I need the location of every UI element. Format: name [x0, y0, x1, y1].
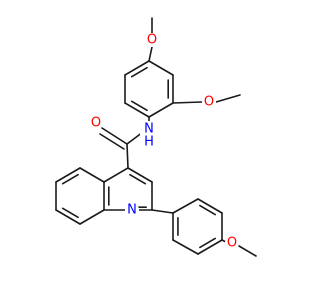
atom-n-amide: N H: [140, 121, 158, 150]
atom-label-o-top-methoxy: O: [147, 33, 157, 48]
upper-ring-bond-3: [124, 102, 150, 118]
atom-label-o-ortho-methoxy: O: [204, 95, 214, 110]
bond-group: [55, 17, 257, 257]
upper-ring-bond-5: [124, 60, 150, 76]
atom-label-o-para-methoxy: O: [227, 236, 237, 251]
atom-label-n-amide-hydrogen: H: [144, 135, 154, 150]
atom-o-top-methoxy: O: [145, 33, 159, 48]
benzo-bond-4: [79, 209, 105, 225]
pyr-bond-0: [127, 167, 153, 183]
atom-o-carbonyl: O: [89, 116, 103, 131]
atom-n-quinoline: N: [125, 203, 139, 218]
lower-ring-bond-1: [197, 198, 223, 214]
pyr-double-0: [129, 173, 147, 185]
bond-o-ch3-ortho: [215, 94, 241, 103]
upper-ring-double-5: [130, 66, 148, 78]
atom-o-para-methoxy: O: [225, 236, 239, 251]
molecule-structure: O O N H O N O: [55, 17, 257, 257]
upper-ring-double-3: [130, 100, 148, 112]
lower-ring-double-3: [199, 237, 217, 249]
lower-ring-bond-3: [197, 239, 223, 255]
bond-quinoline-phenyl: [151, 209, 174, 214]
benzo-bond-0: [79, 167, 105, 183]
benzo-bond-1: [55, 167, 81, 183]
bond-o-ch3-para: [238, 245, 257, 257]
atom-o-ortho-methoxy: O: [202, 95, 216, 110]
upper-ring-bond-0: [148, 60, 174, 76]
bond-c-o-ortho: [172, 101, 203, 104]
bond-c-o-top: [148, 46, 153, 62]
bond-carbonyl-quinoline: [126, 143, 129, 169]
atom-label-n-amide: N: [144, 122, 154, 137]
bond-c-o-carbonyl: [101, 127, 128, 145]
pyr-bond-5: [103, 167, 129, 183]
lower-ring-bond-0: [172, 198, 199, 214]
benzo-double-3: [61, 207, 79, 219]
lower-ring-bond-4: [172, 239, 199, 255]
benzo-double-1: [61, 173, 79, 185]
benzo-bond-3: [55, 209, 81, 225]
atom-label-n-quinoline: N: [127, 203, 137, 218]
lower-ring-double-1: [199, 204, 217, 216]
bond-c-o-carbonyl-double: [99, 133, 125, 150]
atom-label-group: O O N H O N O: [89, 33, 239, 251]
atom-label-o-carbonyl: O: [91, 116, 101, 131]
upper-ring-bond-2: [148, 102, 174, 118]
